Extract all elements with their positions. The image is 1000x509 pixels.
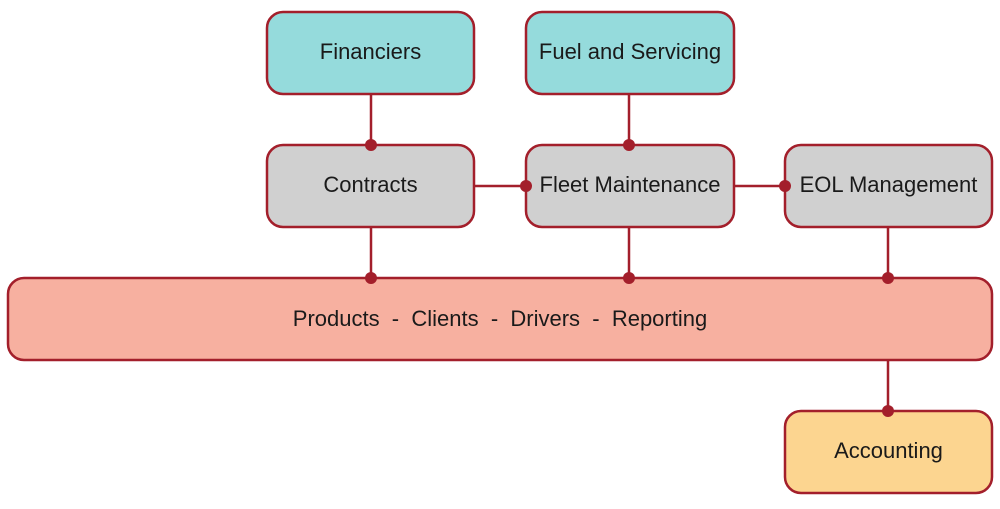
node-contracts-label: Contracts	[323, 172, 417, 197]
dot-accounting-top	[882, 405, 894, 417]
node-fuel-and-servicing-label: Fuel and Servicing	[539, 39, 721, 64]
node-fleet-maintenance-label: Fleet Maintenance	[540, 172, 721, 197]
dot-core-contracts	[365, 272, 377, 284]
node-financiers-box	[265, 10, 476, 96]
node-fleet-maintenance[interactable]: Fleet Maintenance	[524, 143, 736, 229]
node-fuel-and-servicing[interactable]: Fuel and Servicing	[524, 10, 736, 96]
dot-fleet-left	[520, 180, 532, 192]
node-financiers[interactable]: Financiers	[265, 10, 476, 96]
dot-fleet-top	[623, 139, 635, 151]
node-accounting[interactable]: Accounting	[783, 409, 994, 495]
node-core-platform[interactable]: Products - Clients - Drivers - Reporting	[6, 276, 994, 362]
node-fuel-and-servicing-box	[524, 10, 736, 96]
dot-core-eol	[882, 272, 894, 284]
dot-contracts-top	[365, 139, 377, 151]
node-contracts[interactable]: Contracts	[265, 143, 476, 229]
connectors	[369, 94, 890, 411]
node-financiers-label: Financiers	[320, 39, 421, 64]
dot-eol-left	[779, 180, 791, 192]
node-eol-management-label: EOL Management	[800, 172, 978, 197]
node-core-platform-box	[6, 276, 994, 362]
connector-dots	[365, 139, 894, 417]
dot-core-fleet	[623, 272, 635, 284]
node-accounting-label: Accounting	[834, 438, 943, 463]
node-core-platform-label: Products - Clients - Drivers - Reporting	[293, 306, 707, 331]
node-eol-management[interactable]: EOL Management	[783, 143, 994, 229]
